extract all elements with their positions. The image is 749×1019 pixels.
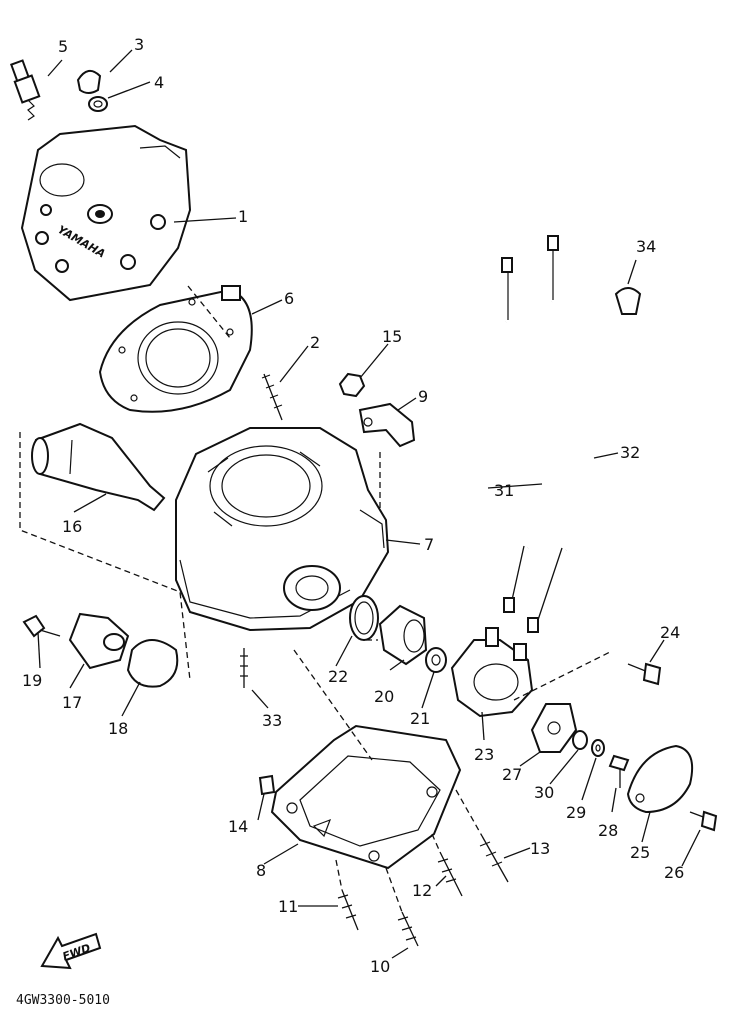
part-25-cover — [626, 744, 694, 814]
part-26-screw — [689, 810, 718, 832]
callout-3: 3 — [134, 35, 144, 54]
callout-4: 4 — [154, 73, 164, 92]
part-32-cable — [527, 235, 592, 633]
part-33-stud — [240, 648, 248, 688]
part-23-valve-housing — [450, 627, 534, 718]
part-28-bolt — [608, 754, 630, 788]
callout-17: 17 — [62, 693, 82, 712]
callout-6: 6 — [284, 289, 294, 308]
callout-labels: 5 3 4 1 6 2 15 9 34 32 31 16 7 24 19 17 … — [22, 35, 684, 976]
part-19-bolt — [22, 614, 61, 638]
leader-lines — [19, 49, 701, 959]
callout-1: 1 — [238, 207, 248, 226]
callout-5: 5 — [58, 37, 68, 56]
part-11-stud — [337, 889, 359, 931]
callout-27: 27 — [502, 765, 522, 784]
callout-24: 24 — [660, 623, 680, 642]
part-27-pulley — [530, 703, 578, 753]
fwd-arrow: FWD — [40, 932, 102, 970]
callout-19: 19 — [22, 671, 42, 690]
part-10-stud — [397, 911, 419, 947]
callout-14: 14 — [228, 817, 248, 836]
part-24-bolt — [627, 662, 662, 686]
part-30-washer — [572, 730, 588, 750]
callout-18: 18 — [108, 719, 128, 738]
callout-21: 21 — [410, 709, 430, 728]
callout-32: 32 — [620, 443, 640, 462]
callout-33: 33 — [262, 711, 282, 730]
callout-25: 25 — [630, 843, 650, 862]
part-4-washer — [88, 96, 108, 112]
part-18-gasket — [126, 639, 179, 688]
callout-13: 13 — [530, 839, 550, 858]
part-2-stud-bolt — [261, 373, 283, 421]
part-12-stud — [437, 851, 463, 897]
callout-22: 22 — [328, 667, 348, 686]
diagram-code: 4GW3300-5010 — [16, 993, 110, 1008]
part-22-o-ring — [349, 595, 379, 641]
callout-8: 8 — [256, 861, 266, 880]
callout-28: 28 — [598, 821, 618, 840]
callout-2: 2 — [310, 333, 320, 352]
callout-34: 34 — [636, 237, 656, 256]
callout-29: 29 — [566, 803, 586, 822]
callout-9: 9 — [418, 387, 428, 406]
part-17-valve-housing — [68, 612, 130, 670]
part-9-bracket — [358, 402, 416, 448]
part-6-head-gasket — [98, 285, 253, 413]
callout-15: 15 — [382, 327, 402, 346]
callout-30: 30 — [534, 783, 554, 802]
callout-26: 26 — [664, 863, 684, 882]
part-13-stud — [479, 835, 509, 883]
callout-31: 31 — [494, 481, 514, 500]
callout-11: 11 — [278, 897, 298, 916]
part-7-cylinder — [175, 427, 390, 632]
callout-10: 10 — [370, 957, 390, 976]
callout-12: 12 — [412, 881, 432, 900]
part-1-cylinder-head: YAMAHA — [20, 124, 192, 302]
part-34-clip — [614, 287, 642, 315]
callout-23: 23 — [474, 745, 494, 764]
part-8-base-gasket — [270, 724, 462, 870]
part-31-cable — [501, 257, 550, 613]
part-3-nut — [76, 69, 102, 94]
callout-20: 20 — [374, 687, 394, 706]
part-29-washer — [591, 739, 605, 757]
part-5-spark-plug — [10, 59, 41, 121]
part-14-dowel-pin — [258, 774, 276, 796]
part-20-pulley — [378, 604, 428, 666]
part-15-nut — [338, 372, 366, 398]
part-21-washer — [425, 647, 447, 673]
part-16-exhaust-valve — [31, 422, 166, 512]
callout-7: 7 — [424, 535, 434, 554]
callout-16: 16 — [62, 517, 82, 536]
